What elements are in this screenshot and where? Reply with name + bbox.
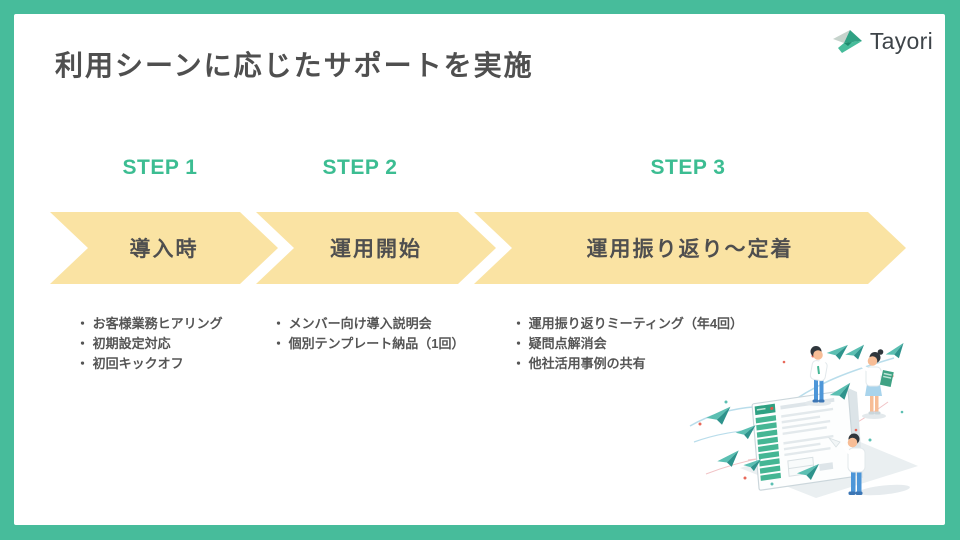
step-2-bullets: ・ メンバー向け導入説明会 ・ 個別テンプレート納品（1回） — [272, 314, 464, 354]
arrow-2-label: 運用開始 — [330, 238, 422, 261]
paper-plane-logo-icon — [832, 29, 862, 53]
step-2-label: STEP 2 — [322, 156, 398, 179]
bullet-item: ・ お客様業務ヒアリング — [76, 316, 223, 331]
bullet-item: ・ メンバー向け導入説明会 — [272, 316, 432, 331]
page-title: 利用シーンに応じたサポートを実施 — [55, 50, 534, 81]
arrow-step-3 — [474, 212, 906, 284]
tayori-logo: Tayori — [831, 28, 933, 55]
step-1-bullets: ・ お客様業務ヒアリング ・ 初期設定対応 ・ 初回キックオフ — [76, 314, 223, 374]
bullet-item: ・ 個別テンプレート納品（1回） — [272, 336, 465, 351]
step-1-label: STEP 1 — [122, 156, 198, 179]
arrow-step-1 — [50, 212, 278, 284]
step-3-bullets: ・ 運用振り返りミーティング（年4回） ・ 疑問点解消会 ・ 他社活用事例の共有 — [512, 314, 743, 374]
arrow-1-label: 導入時 — [129, 238, 199, 261]
slide-content: 利用シーンに応じたサポートを実施 Tayori STEP 1 STEP 2 ST… — [14, 14, 945, 525]
step-3-label: STEP 3 — [650, 156, 726, 179]
person-with-folder — [845, 344, 894, 419]
paper-planes-illustration — [689, 342, 918, 498]
process-arrows — [50, 212, 906, 284]
bullet-item: ・ 疑問点解消会 — [512, 336, 607, 351]
arrow-step-2 — [256, 212, 496, 284]
arrow-3-label: 運用振り返り～定着 — [586, 238, 794, 261]
bullet-item: ・ 初期設定対応 — [76, 336, 171, 351]
bullet-item: ・ 運用振り返りミーティング（年4回） — [512, 316, 744, 331]
bullet-item: ・ 他社活用事例の共有 — [512, 356, 646, 371]
logo-text: Tayori — [869, 28, 933, 54]
bullet-item: ・ 初回キックオフ — [76, 356, 184, 371]
person-throwing-plane — [805, 344, 848, 406]
person-standing — [827, 433, 866, 495]
